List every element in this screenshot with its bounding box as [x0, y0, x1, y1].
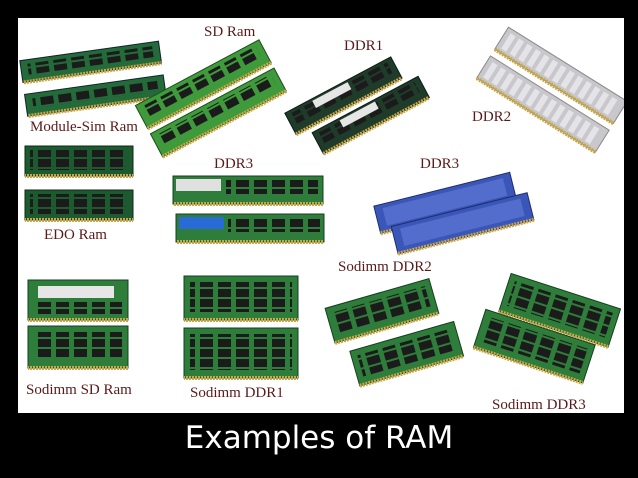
ram-illustrations: [19, 26, 624, 388]
caption-title: Examples of RAM: [184, 420, 454, 456]
sodimm-ddr2-modules: [324, 278, 465, 388]
label-sodimm-ddr3: Sodimm DDR3: [492, 397, 586, 413]
sodimm-ddr1-modules: [183, 275, 299, 380]
sd-ram-modules: [134, 39, 288, 159]
label-sodimm-ddr1: Sodimm DDR1: [190, 385, 284, 401]
module-sim-ram-modules: [19, 40, 167, 119]
ram-examples-panel: SD Ram DDR1 DDR2 Module-Sim Ram DDR3 DDR…: [18, 18, 624, 413]
ddr3-flat-modules: [172, 175, 325, 244]
label-ddr1: DDR1: [344, 38, 384, 54]
ddr1-modules: [284, 56, 431, 156]
label-sodimm-sd-ram: Sodimm SD Ram: [26, 382, 132, 398]
label-ddr2: DDR2: [472, 109, 512, 125]
ddr3-heatsink-modules: [373, 171, 535, 256]
label-sodimm-ddr2: Sodimm DDR2: [338, 259, 432, 275]
ddr2-modules: [475, 26, 624, 154]
label-sd-ram: SD Ram: [204, 24, 256, 40]
label-edo-ram: EDO Ram: [44, 227, 107, 243]
label-ddr3-heatsink: DDR3: [420, 156, 460, 172]
sodimm-ddr3-modules: [472, 272, 622, 385]
edo-ram-modules: [24, 145, 134, 222]
sodimm-sd-ram-modules: [27, 279, 129, 370]
label-ddr3-flat: DDR3: [214, 156, 254, 172]
label-module-sim-ram: Module-Sim Ram: [30, 119, 138, 135]
